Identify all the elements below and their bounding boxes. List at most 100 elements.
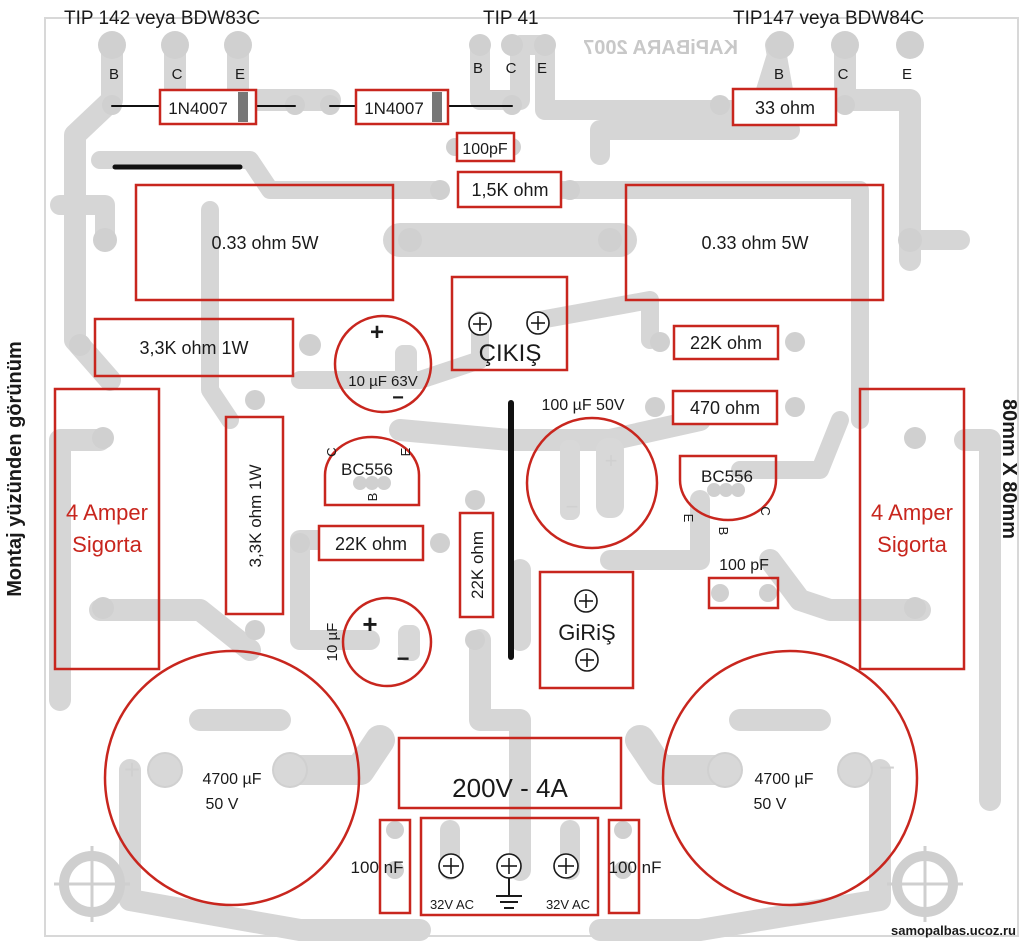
fuse-left-label-2: Sigorta (72, 532, 142, 557)
output-outline (450, 275, 569, 372)
diode-1-band (238, 92, 248, 122)
input-outline (538, 570, 635, 690)
cap-4700-right-outline (661, 649, 919, 907)
r-3k3-v-label: 3,3K ohm 1W (246, 465, 265, 568)
r-3k3-v-outline (224, 415, 285, 616)
r-22k-left-outline (317, 524, 425, 562)
c-10uf-minus: − (397, 646, 410, 671)
mounting-hole-right (887, 846, 963, 922)
c-10uf-label: 10 µF (324, 623, 341, 662)
bc556-left-label: BC556 (341, 460, 393, 479)
output-terminal-2 (526, 311, 550, 335)
c-10uf-63v-minus: − (392, 387, 404, 409)
r-3k3-h-outline (93, 317, 295, 378)
bc556-left-pin-b: B (365, 493, 380, 502)
cap-4700-left-plus: + (124, 754, 140, 785)
r-22k-right-outline (672, 324, 780, 361)
r-3k3-h-label: 3,3K ohm 1W (139, 338, 248, 358)
pin-b-right: B (774, 66, 784, 83)
c-100nf-left-label: 100 nF (351, 858, 404, 877)
header-center-transistor: TIP 41 (483, 8, 539, 29)
diode-2-label: 1N4007 (364, 99, 424, 118)
jumper-wires (111, 105, 514, 660)
cap-4700-right-minus: − (879, 752, 895, 783)
pin-c-left: C (172, 66, 183, 83)
ac-terminal-1 (438, 853, 464, 879)
ac-terminal-gnd (496, 853, 522, 879)
cap-inner-shading (149, 345, 871, 786)
c-10uf-63v-outline (333, 314, 433, 414)
c-100pf-right-label: 100 pF (719, 557, 769, 574)
pin-b-center: B (473, 60, 483, 77)
side-label-left: Montaj yüzünden görünüm (4, 341, 26, 597)
c-100uf-minus: − (566, 494, 579, 519)
copper-traces (49, 34, 1001, 941)
output-label: ÇIKIŞ (479, 340, 542, 367)
r-1k5-label: 1,5K ohm (471, 180, 548, 200)
r-22k-right-label: 22K ohm (690, 333, 762, 353)
header-right-transistor: TIP147 veya BDW84C (733, 8, 924, 29)
c-100uf-plus: + (605, 448, 618, 473)
cap-4700-left-outline (103, 649, 361, 907)
bc556-left-pin-e: E (398, 447, 413, 456)
fuse-right-label-1: 4 Amper (871, 500, 953, 525)
ground-symbol-icon (496, 878, 522, 909)
cap-4700-right-label-1: 4700 µF (754, 771, 813, 788)
bc556-left-pin-c: C (324, 447, 339, 456)
c-100nf-right-label: 100 nF (609, 858, 662, 877)
c-100nf-left-outline (378, 818, 412, 915)
pin-e-center: E (537, 60, 547, 77)
r-22k-left-label: 22K ohm (335, 534, 407, 554)
ac-terminal-2 (553, 853, 579, 879)
r-033-left-outline (134, 183, 395, 302)
mounting-hole-left (54, 846, 130, 922)
pin-e-right: E (902, 66, 912, 83)
bc556-right-label: BC556 (701, 467, 753, 486)
r-22k-v-outline (458, 511, 495, 619)
copper-mirror-text: KAPiBARA 2007 (583, 37, 738, 59)
r-1k5-outline (456, 170, 563, 209)
power-label: 200V - 4A (452, 773, 568, 803)
c-10uf-63v-plus: + (370, 319, 384, 346)
watermark: samopalbas.ucoz.ru (891, 923, 1016, 938)
c-100uf-outline (525, 416, 659, 550)
input-terminal-2 (575, 648, 599, 672)
pin-c-center: C (506, 60, 517, 77)
fuse-right-label-2: Sigorta (877, 532, 947, 557)
cap-4700-left-label-1: 4700 µF (202, 771, 261, 788)
bc556-right-pin-b: B (716, 527, 731, 536)
cap-4700-left-label-2: 50 V (206, 796, 239, 813)
r-033-right-outline (624, 183, 885, 302)
board-outline (44, 17, 1019, 937)
r-033-left-label: 0.33 ohm 5W (211, 233, 318, 253)
c-10uf-outline (341, 596, 433, 688)
r-33-label: 33 ohm (755, 98, 815, 118)
r-470-label: 470 ohm (690, 398, 760, 418)
c-100nf-right-outline (607, 818, 641, 915)
ac-left-label: 32V AC (430, 897, 474, 912)
ac-connector-outline (419, 816, 600, 917)
bc556-left-outline (323, 435, 421, 507)
r-470-outline (671, 389, 779, 426)
input-terminal-1 (574, 589, 598, 613)
fuse-left-outline (53, 387, 161, 671)
pin-b-left: B (109, 66, 119, 83)
ac-right-label: 32V AC (546, 897, 590, 912)
c-10uf-63v-label: 10 µF 63V (348, 373, 418, 390)
diode-1-label: 1N4007 (168, 99, 228, 118)
cap-4700-right-label-2: 50 V (754, 796, 787, 813)
bc556-right-pin-c: C (758, 506, 773, 515)
fuse-right-outline (858, 387, 966, 671)
c-100pf-top-label: 100pF (462, 141, 508, 158)
pin-c-right: C (838, 66, 849, 83)
side-label-right: 80mm X 80mm (998, 399, 1020, 539)
output-terminal-1 (468, 312, 492, 336)
header-left-transistor: TIP 142 veya BDW83C (64, 8, 260, 29)
c-100pf-top-outline (455, 131, 516, 163)
pin-e-left: E (235, 66, 245, 83)
r-33-outline (731, 87, 838, 127)
power-outline (397, 736, 623, 810)
pin-labels: B C E B C E B C E (109, 60, 912, 83)
fuse-left-label-1: 4 Amper (66, 500, 148, 525)
